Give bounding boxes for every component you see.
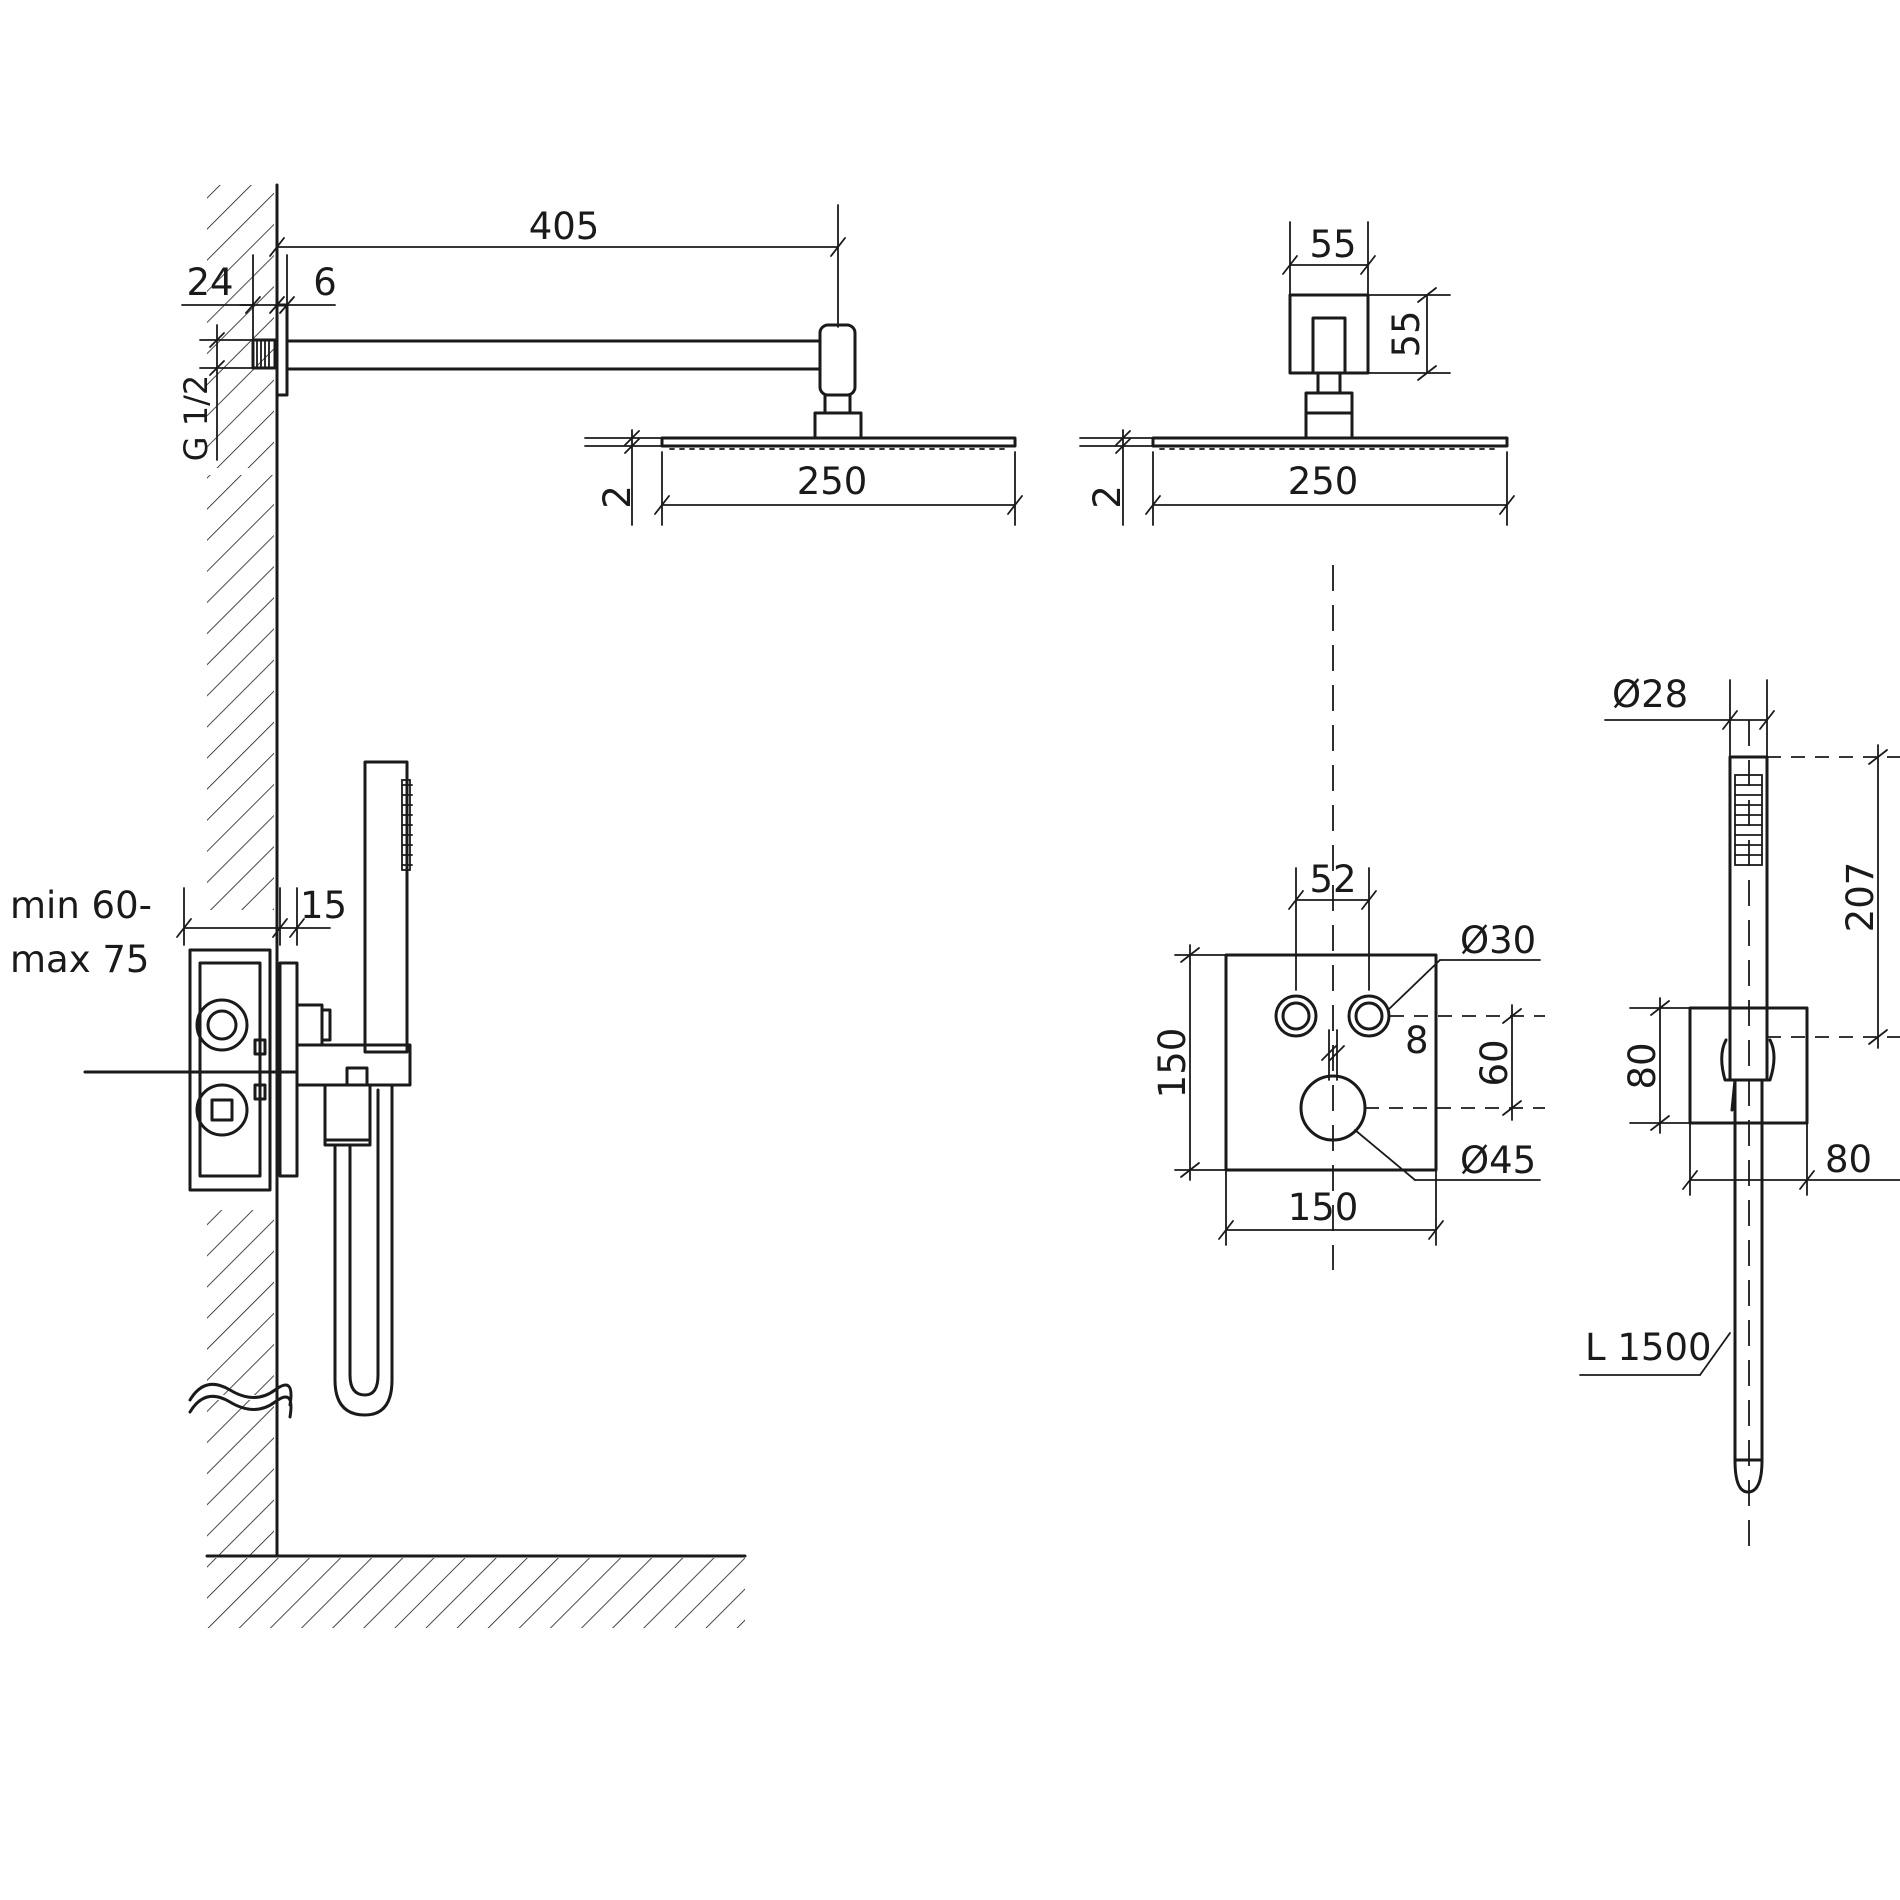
ball-joint <box>823 393 852 415</box>
hand-shower-side <box>363 760 409 1054</box>
valve-upper <box>195 998 249 1052</box>
thread-stub <box>251 338 277 370</box>
dim-thread: G 1/2 <box>177 324 254 461</box>
dim-holder-height-label: 80 <box>1621 1042 1664 1089</box>
arm-connector-inner <box>1311 316 1347 375</box>
cover-plate-side <box>278 961 299 1178</box>
mixer-side <box>188 760 413 1417</box>
dim-head-front: 2 250 <box>1079 429 1515 526</box>
floor <box>205 1554 747 1628</box>
dim-head-thickness-front-label: 2 <box>1086 485 1129 509</box>
shower-head-side <box>660 436 1017 448</box>
cover-plate-front <box>1224 953 1438 1172</box>
dim-knob-small-diameter-label: Ø30 <box>1460 919 1536 962</box>
dim-head-thickness-side-label: 2 <box>596 485 639 509</box>
dim-head-width-front-label: 250 <box>1288 460 1359 503</box>
arm-tube <box>285 339 822 371</box>
rough-in-box <box>188 948 272 1192</box>
dim-box-depth-min-label: min 60- <box>10 884 152 927</box>
valve-lower <box>195 1083 249 1137</box>
wall-break-symbol-2 <box>188 1394 293 1419</box>
dim-arm-length-label: 405 <box>529 205 600 248</box>
dim-knob-spacing-label: 52 <box>1309 858 1356 901</box>
dim-box-depth: min 60- max 75 15 <box>10 884 347 981</box>
button-right <box>1347 994 1391 1038</box>
shower-head-front <box>1151 293 1509 450</box>
dim-plate-height-label: 150 <box>1151 1028 1194 1099</box>
dim-connector-width-label: 55 <box>1309 223 1356 266</box>
dim-plate-width-label: 150 <box>1288 1186 1359 1229</box>
wall-break-symbol <box>188 1382 293 1407</box>
dim-hand-shower: Ø28 207 80 80 L 1500 <box>1579 673 1900 1376</box>
dim-plate-projection-label: 15 <box>300 884 347 927</box>
dim-hand-shower-diameter-label: Ø28 <box>1612 673 1688 716</box>
dim-arm-length: 405 <box>269 204 846 328</box>
wall-hatch-bottom <box>207 1400 274 1555</box>
button-left <box>1274 994 1318 1038</box>
wall <box>188 183 293 1557</box>
floor-hatch <box>207 1558 745 1628</box>
wall-hatch-top <box>207 185 274 468</box>
shower-arm-side <box>251 303 1017 450</box>
mixer-plate-front <box>1224 953 1438 1172</box>
hose-side <box>328 1083 394 1417</box>
dim-thread-label: G 1/2 <box>177 375 215 461</box>
dim-flange: 24 6 <box>181 254 337 341</box>
wall-flange <box>275 303 289 397</box>
wall-hatch-middle <box>207 475 274 910</box>
dim-flange-offset-label: 24 <box>186 261 233 304</box>
head-connector <box>813 411 863 440</box>
dim-hose-length-label: L 1500 <box>1585 1326 1712 1369</box>
dim-flange-thickness-label: 6 <box>313 261 337 304</box>
dim-connector: 55 55 <box>1282 221 1451 381</box>
arm-elbow <box>818 323 857 397</box>
dim-head-side: 2 250 <box>584 429 1023 526</box>
dim-knob-vertical-label: 60 <box>1473 1039 1516 1086</box>
dim-holder-width-label: 80 <box>1825 1138 1872 1181</box>
dim-connector-height-label: 55 <box>1385 310 1428 357</box>
holder-clip <box>1720 1038 1776 1112</box>
dim-knob-large-diameter-label: Ø45 <box>1460 1139 1536 1182</box>
hose-front <box>1733 1078 1764 1494</box>
dim-plate: 52 Ø30 60 8 150 Ø45 150 <box>1151 858 1545 1246</box>
arm-connector-front <box>1288 293 1370 375</box>
shower-head-front-plate <box>1151 436 1509 448</box>
dim-hand-shower-length-label: 207 <box>1839 862 1882 933</box>
dim-box-depth-max-label: max 75 <box>10 938 149 981</box>
dim-knob-offset-label: 8 <box>1405 1019 1429 1062</box>
wall-hatch-lower <box>207 1210 274 1395</box>
dim-head-width-side-label: 250 <box>797 460 868 503</box>
